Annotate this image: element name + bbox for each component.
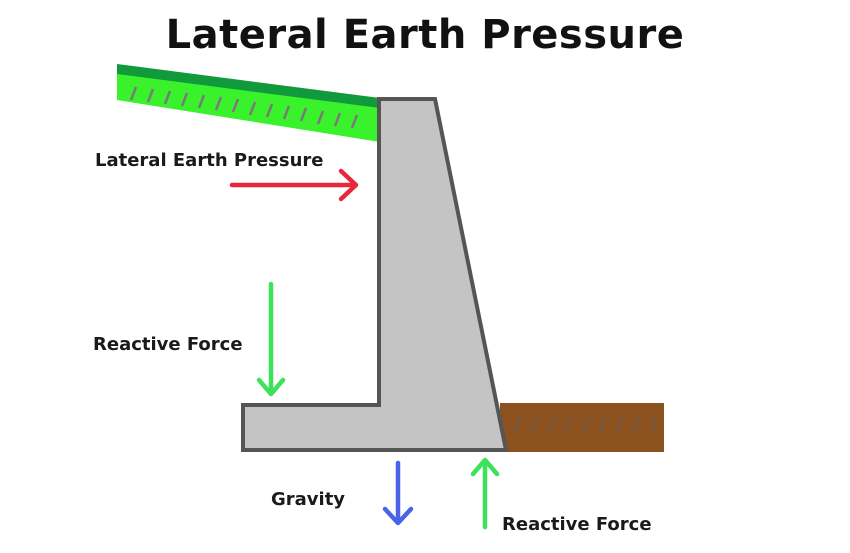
retained-soil-top-edge xyxy=(117,64,380,108)
ground-soil-body xyxy=(500,403,664,452)
lateral-earth-pressure-label: Lateral Earth Pressure xyxy=(95,150,324,171)
gravity-label: Gravity xyxy=(271,489,346,510)
retained-soil xyxy=(117,64,380,142)
retained-soil-body xyxy=(117,66,380,142)
reactive-force-label-left: Reactive Force xyxy=(93,334,243,355)
ground-soil xyxy=(500,403,664,452)
diagram-title: Lateral Earth Pressure xyxy=(165,12,685,58)
retained-soil-hatching xyxy=(129,86,359,129)
lateral-pressure-arrow xyxy=(229,168,359,202)
reactive-force-arrow-bottom xyxy=(470,457,500,530)
ground-soil-hatching xyxy=(514,416,657,433)
reactive-force-label-bottom: Reactive Force xyxy=(502,514,652,535)
reactive-force-arrow-left xyxy=(256,281,286,397)
retaining-wall xyxy=(241,97,509,452)
gravity-arrow xyxy=(382,460,414,526)
